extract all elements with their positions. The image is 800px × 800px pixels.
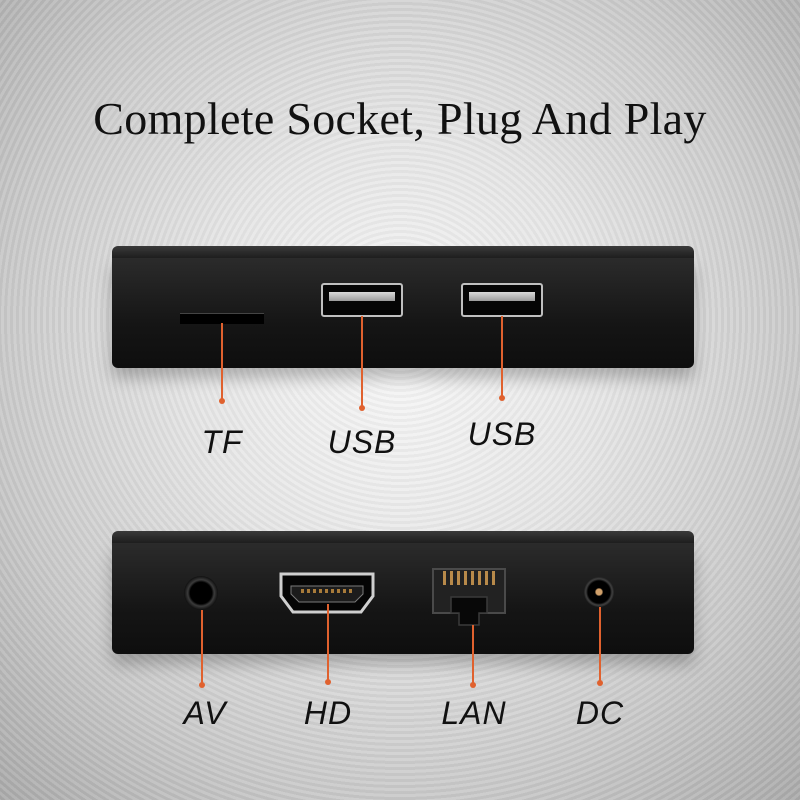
av-leader-line <box>201 610 203 685</box>
device-top-edge <box>112 531 694 545</box>
device-top-edge <box>112 246 694 260</box>
av-label: AV <box>183 695 227 731</box>
dc-label: DC <box>575 695 625 731</box>
hd-leader-line <box>327 604 329 682</box>
tf-label: TF <box>201 424 243 460</box>
lan-leader-dot <box>470 682 476 688</box>
tf-leader-dot <box>219 398 225 404</box>
tf-leader-line <box>221 323 223 401</box>
tf-slot-icon <box>180 313 264 324</box>
usb-port-icon <box>461 283 543 317</box>
hd-leader-dot <box>325 679 331 685</box>
av-leader-dot <box>199 682 205 688</box>
dc-power-jack-icon <box>584 577 614 607</box>
usb2-leader-line <box>501 316 503 398</box>
usb2-leader-dot <box>499 395 505 401</box>
hd-label: HD <box>303 695 353 731</box>
hdmi-port-icon <box>277 570 377 616</box>
av-jack-icon <box>184 576 218 610</box>
dc-leader-dot <box>597 680 603 686</box>
usb1-leader-dot <box>359 405 365 411</box>
usb-label-1: USB <box>327 424 397 460</box>
usb-port-icon <box>321 283 403 317</box>
ethernet-port-icon <box>431 567 507 629</box>
usb-label-2: USB <box>467 416 537 452</box>
usb1-leader-line <box>361 316 363 408</box>
lan-label: LAN <box>441 695 507 731</box>
lan-leader-line <box>472 625 474 685</box>
page-title: Complete Socket, Plug And Play <box>93 93 707 144</box>
dc-leader-line <box>599 607 601 683</box>
device-front-panel <box>112 246 694 368</box>
